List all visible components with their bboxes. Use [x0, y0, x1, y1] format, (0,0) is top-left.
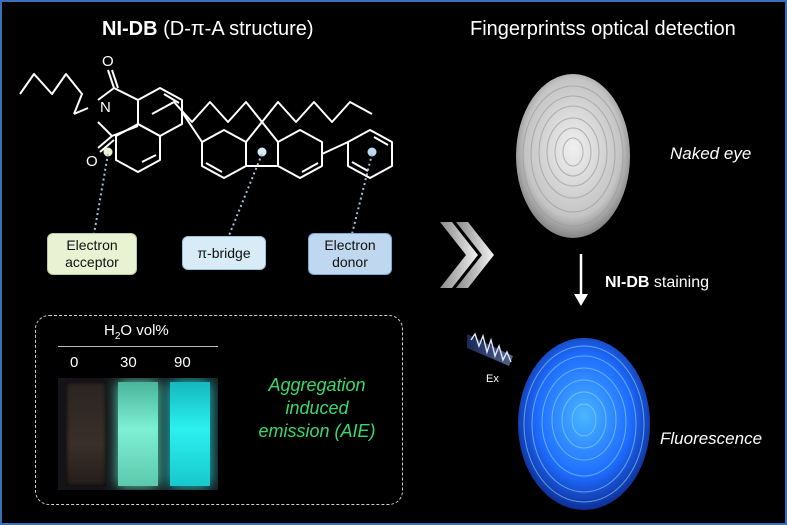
fluorene-left-ring: [201, 129, 247, 179]
header-divider: [58, 346, 218, 347]
molecule-structure: N O O: [19, 53, 393, 239]
volume-label-90: 90: [174, 354, 191, 371]
oxygen-atom-bottom: O: [86, 153, 98, 170]
vial-photo: [58, 378, 218, 490]
fluorescence-fingerprint: [518, 338, 650, 510]
naphthalene-ring-lower: [115, 123, 161, 173]
pi-bridge-label: π-bridge: [182, 236, 266, 270]
hexyl-chain-2: [261, 101, 373, 123]
naked-eye-label: Naked eye: [670, 144, 752, 163]
aie-panel: [35, 315, 403, 505]
process-arrow-icon: [440, 222, 494, 288]
excitation-label: Ex: [486, 373, 499, 385]
molecule-title: NI-DB (D-π-A structure): [102, 18, 314, 40]
nitrogen-atom: N: [100, 99, 111, 116]
bridge-dot: [257, 147, 267, 157]
oxygen-atom-top: O: [102, 53, 114, 70]
acceptor-dot: [103, 147, 113, 157]
phenyl-ring: [347, 129, 393, 179]
water-fraction-header: H2O vol%: [104, 322, 169, 342]
vial-0: [66, 382, 106, 486]
butyl-chain: [19, 73, 83, 115]
detection-title: Fingerprintss optical detection: [470, 18, 736, 40]
naked-eye-fingerprint: [516, 74, 630, 238]
hexyl-chain-1: [151, 101, 263, 123]
excitation-wave-icon: [467, 332, 513, 366]
fluorescence-label: Fluorescence: [660, 429, 763, 448]
vial-90: [170, 382, 210, 486]
volume-label-0: 0: [70, 354, 79, 371]
vial-30: [118, 382, 158, 486]
volume-label-30: 30: [120, 354, 137, 371]
staining-label: NI-DB staining: [605, 274, 710, 291]
staining-arrow-icon: [574, 254, 588, 306]
fluorene-right-ring: [277, 129, 323, 179]
naphthalene-ring-upper: [137, 87, 183, 137]
donor-dot: [367, 147, 377, 157]
